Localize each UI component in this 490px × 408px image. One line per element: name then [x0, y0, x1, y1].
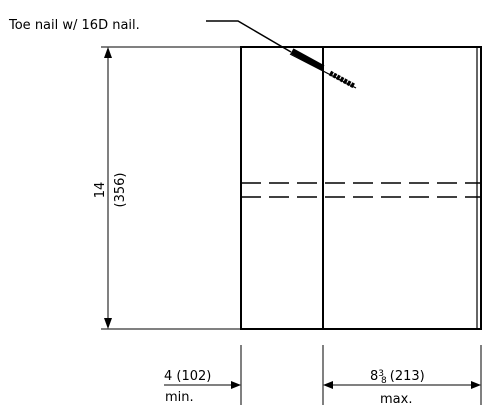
left-width-note: min.	[165, 390, 194, 405]
height-dimension	[101, 46, 241, 330]
left-width-dimension	[164, 345, 242, 405]
right-width-dimension	[322, 345, 482, 405]
frame-outline	[240, 46, 482, 330]
right-width-note: max.	[380, 392, 412, 407]
callout-leader	[206, 20, 292, 53]
height-value: 14	[93, 182, 108, 199]
left-width-value: 4 (102)	[164, 369, 211, 384]
callout-label: Toe nail w/ 16D nail.	[8, 18, 140, 33]
height-metric: (356)	[113, 173, 128, 208]
